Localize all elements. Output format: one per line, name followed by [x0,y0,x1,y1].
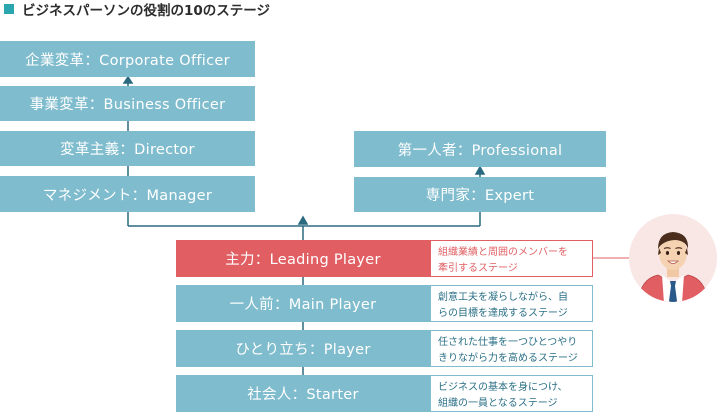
stage-main-player: 一人前：Main Player [176,285,430,322]
desc-line: 組織の一員となるステージ [438,398,558,409]
stage-corporate-officer: 企業変革：Corporate Officer [0,41,255,77]
desc-line: きりながら力を高めるステージ [438,353,578,364]
stage-director: 変革主義：Director [0,131,255,166]
stage-professional: 第一人者：Professional [354,131,606,167]
stage-leading-player: 主力：Leading Player [176,240,430,277]
desc-line: 任された仕事を一つひとつやり [438,337,578,348]
title-text: ビジネスパーソンの役割の10のステージ [22,3,271,19]
desc-player: 任された仕事を一つひとつやり きりながら力を高めるステージ [430,330,593,367]
desc-line: 牽引するステージ [438,263,518,274]
desc-line: 組織業績と周囲のメンバーを [438,247,568,258]
desc-line: 創意工夫を凝らしながら、自 [438,292,568,303]
stage-player: ひとり立ち：Player [176,330,430,367]
title-marker-icon [4,4,14,14]
businessman-avatar-icon [629,214,717,302]
stage-business-officer: 事業変革：Business Officer [0,86,255,121]
desc-line: ビジネスの基本を身につけ、 [438,382,568,393]
arrow-left-1 [122,75,134,84]
desc-leading-player: 組織業績と周囲のメンバーを 牽引するステージ [430,240,593,277]
desc-line: らの目標を達成するステージ [438,308,568,319]
arrow-right-1 [474,165,486,175]
stage-expert: 専門家：Expert [354,177,606,212]
diagram-title: ビジネスパーソンの役割の10のステージ [4,0,271,19]
stage-starter: 社会人：Starter [176,375,430,412]
desc-main-player: 創意工夫を凝らしながら、自 らの目標を達成するステージ [430,285,593,322]
arrow-center [297,215,309,225]
desc-starter: ビジネスの基本を身につけ、 組織の一員となるステージ [430,375,593,412]
stage-manager: マネジメント：Manager [0,176,255,212]
